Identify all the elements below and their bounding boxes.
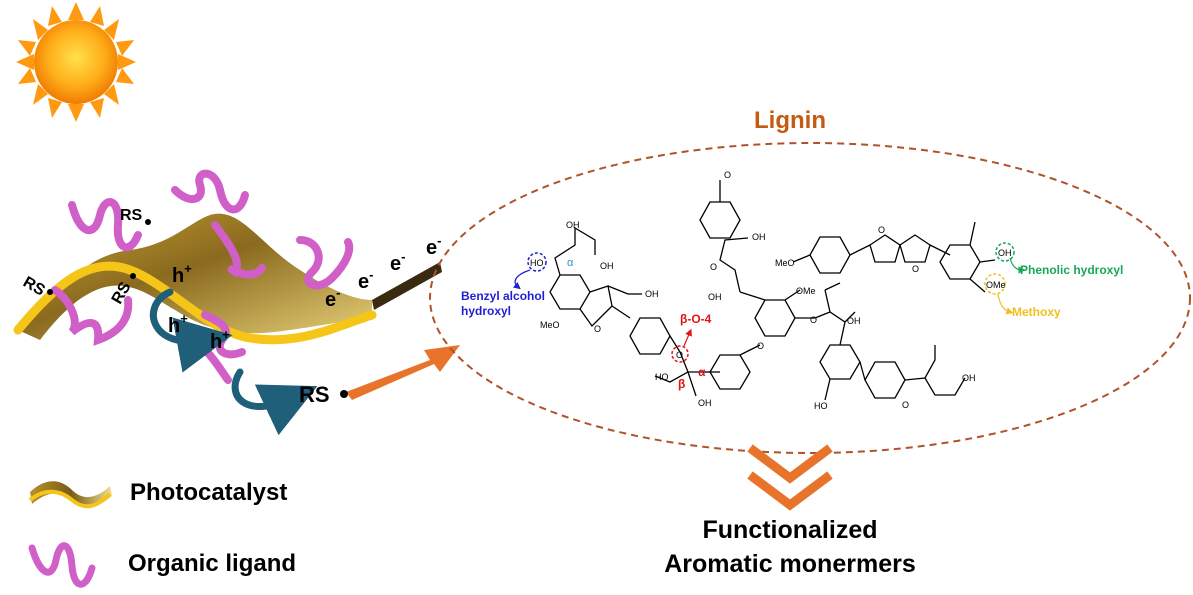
lignin-title: Lignin [754, 107, 826, 134]
benzyl-pointer [512, 269, 531, 290]
atom-label: O [594, 324, 601, 334]
atom-labels: OH OH OH MeO O HO OH O OH OH OMe O O OH … [540, 170, 976, 411]
alpha-label: α [567, 257, 574, 269]
phenolic-label: Phenolic hydroxyl [1020, 263, 1123, 277]
ligand-squiggle [171, 169, 249, 214]
atom-label: OH [698, 398, 712, 408]
ligand-squiggle [211, 221, 266, 279]
atom-label: OH [962, 373, 976, 383]
atom-label: O [724, 170, 731, 180]
legend-organic-ligand-label: Organic ligand [128, 550, 296, 577]
methoxy-label: Methoxy [1012, 305, 1061, 319]
beta-label: β [678, 377, 685, 391]
atom-label: O [757, 341, 764, 351]
benzyl-annotation: HO α Benzyl alcohol hydroxyl [461, 252, 574, 318]
photocatalyst-legend-icon [28, 481, 112, 509]
ligand-squiggle [68, 198, 142, 252]
atom-label: HO [530, 258, 544, 268]
sun-icon [16, 2, 136, 122]
benzyl-label-line1: Benzyl alcohol [461, 289, 545, 303]
atom-label: OMe [986, 280, 1006, 290]
legend-photocatalyst-label: Photocatalyst [130, 479, 287, 506]
product-line1: Functionalized [703, 516, 878, 544]
atom-label: O [810, 315, 817, 325]
benzyl-label-line2: hydroxyl [461, 304, 511, 318]
product-line2: Aromatic monermers [664, 550, 915, 578]
lignin-structure [549, 180, 996, 401]
phenolic-annotation: OH Phenolic hydroxyl [995, 242, 1123, 277]
atom-label: OH [600, 261, 614, 271]
legend: Photocatalyst Organic ligand [28, 479, 296, 588]
hole-label: h+ [210, 327, 230, 353]
atom-label: O [878, 225, 885, 235]
atom-label: HO [655, 372, 669, 382]
atom-label: OH [708, 292, 722, 302]
rs-radical-arrow [231, 368, 318, 436]
atom-label: O [676, 350, 683, 360]
methoxy-annotation: OMe Methoxy [984, 273, 1061, 319]
rs-label: RS [120, 207, 143, 224]
atom-label: OH [998, 248, 1012, 258]
orange-arrow-to-lignin [346, 345, 460, 400]
beta-pointer [683, 328, 692, 347]
phenolic-pointer [1009, 257, 1026, 274]
electron-label: e- [426, 233, 441, 259]
atom-label: OH [752, 232, 766, 242]
atom-label: O [912, 264, 919, 274]
hole-label: h+ [168, 311, 188, 337]
hole-label: h+ [172, 261, 192, 287]
beta-o-4-label: β-O-4 [680, 312, 712, 326]
rs-label: RS [299, 382, 330, 407]
atom-label: OH [566, 220, 580, 230]
double-chevron-down-icon [747, 444, 833, 511]
atom-label: OH [645, 289, 659, 299]
lignin-ellipse [429, 142, 1191, 454]
organic-ligand-legend-icon [28, 542, 96, 588]
electron-label: e- [390, 249, 405, 275]
atom-label: MeO [775, 258, 795, 268]
atom-label: O [710, 262, 717, 272]
atom-label: OMe [796, 286, 816, 296]
photocatalyst-ribbon [13, 213, 442, 345]
atom-label: OH [847, 316, 861, 326]
beta-o-4-annotation: O β-O-4 β α [671, 312, 712, 391]
methoxy-pointer [997, 293, 1014, 315]
hole-transfer-arrow [150, 288, 233, 373]
electron-label: e- [358, 267, 373, 293]
electron-label: e- [325, 285, 340, 311]
oxidation-arrow-group [150, 288, 318, 436]
alpha-label: α [698, 365, 706, 379]
atom-label: O [902, 400, 909, 410]
ligand-squiggle [296, 236, 354, 290]
atom-label: MeO [540, 320, 560, 330]
atom-label: HO [814, 401, 828, 411]
ligand-squiggle [51, 286, 133, 346]
